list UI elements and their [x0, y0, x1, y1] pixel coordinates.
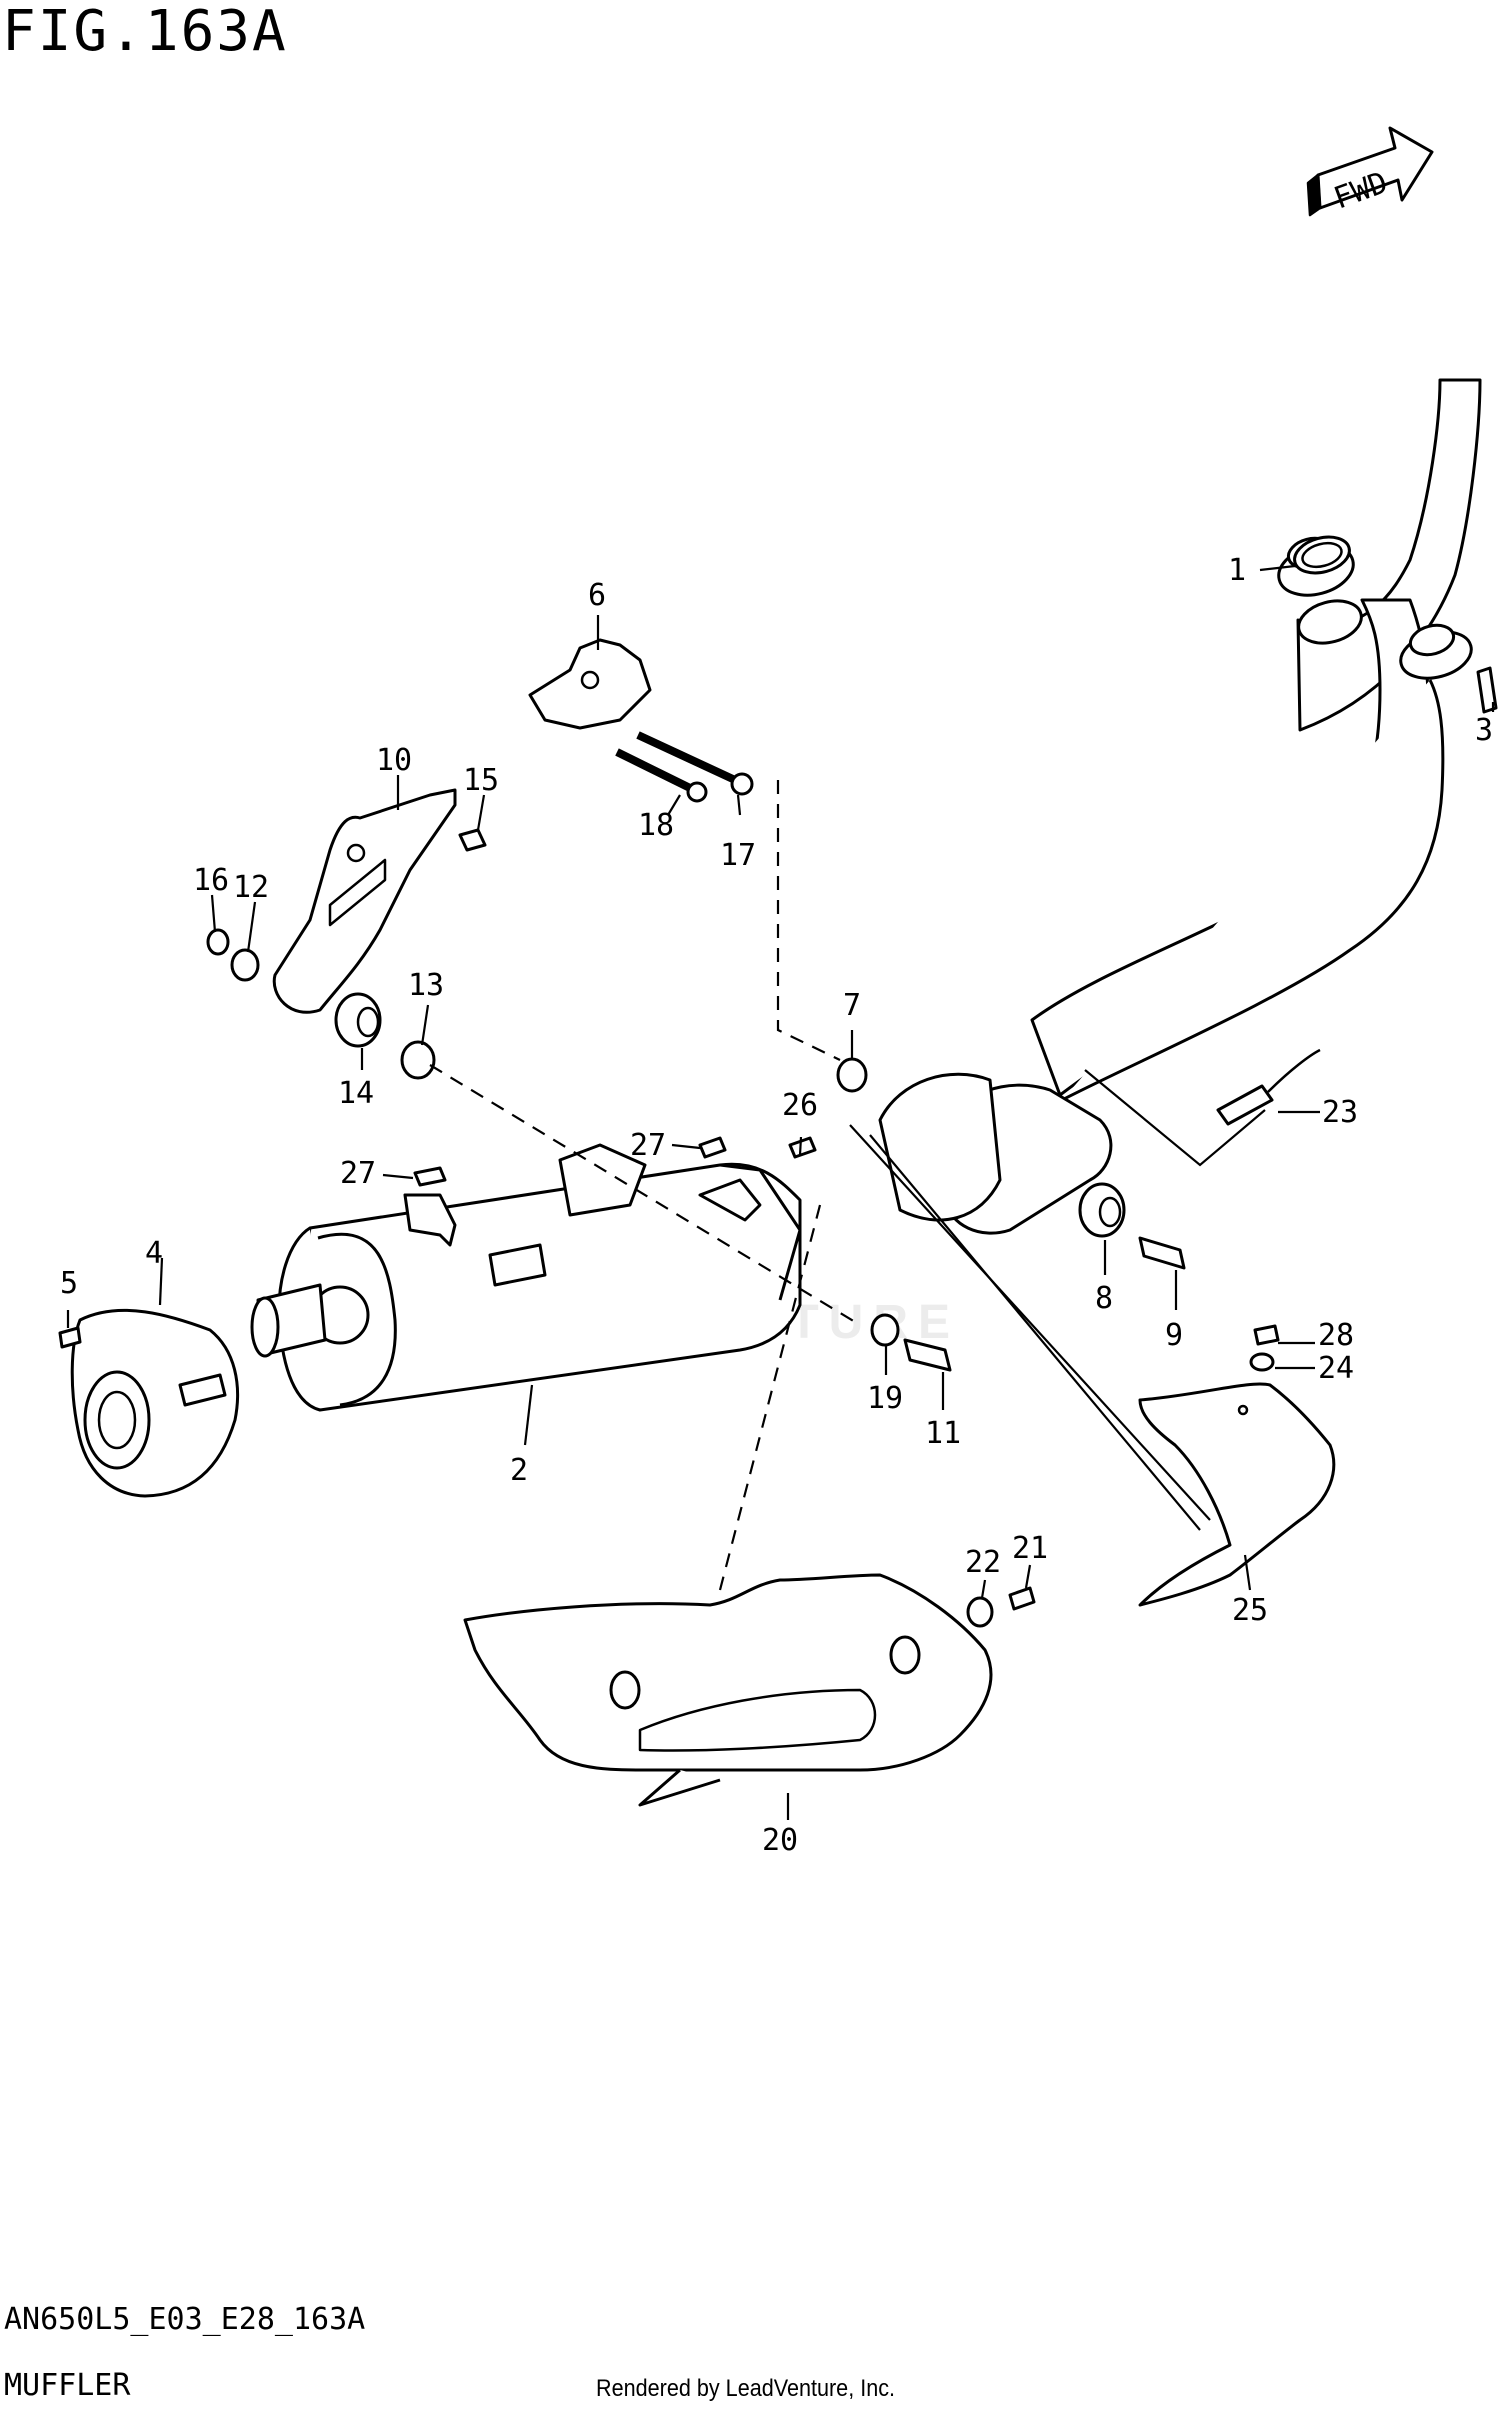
part-15-bolt	[458, 828, 487, 852]
callout-27: 27	[630, 1128, 666, 1163]
part-9-bolt	[1138, 1236, 1186, 1270]
callout-10: 10	[376, 743, 412, 778]
part-4-end-cap	[70, 1308, 240, 1498]
callout-13: 13	[408, 968, 444, 1003]
diagram-code: AN650L5_E03_E28_163A	[4, 2302, 366, 2337]
callout-11: 11	[925, 1416, 961, 1451]
part-26-clip	[788, 1136, 817, 1159]
callout-14: 14	[338, 1076, 374, 1111]
diagram-name: MUFFLER	[4, 2368, 131, 2403]
part-11-bolt	[903, 1338, 952, 1372]
callout-19: 19	[867, 1381, 903, 1416]
part-6-bracket	[528, 638, 652, 730]
callout-15: 15	[463, 763, 499, 798]
callout-2: 2	[510, 1453, 528, 1488]
part-22-collar	[966, 1596, 994, 1628]
callout-7: 7	[843, 988, 861, 1023]
part-5-screw	[58, 1326, 82, 1349]
part-28-screw	[1253, 1324, 1280, 1346]
callout-1: 1	[1228, 553, 1246, 588]
part-27-clip-lower	[413, 1166, 447, 1187]
fwd-arrow-icon: FWD	[1306, 126, 1434, 217]
callout-28: 28	[1318, 1318, 1354, 1353]
part-7-collar	[836, 1057, 868, 1093]
callout-9: 9	[1165, 1318, 1183, 1353]
callout-23: 23	[1322, 1095, 1358, 1130]
callout-4: 4	[145, 1236, 163, 1271]
callout-26: 26	[782, 1088, 818, 1123]
render-credit: Rendered by LeadVenture, Inc.	[596, 2375, 896, 2402]
part-13-collar	[400, 1040, 436, 1080]
callout-labels: 1 2 3 4 5 6 7 8 9 10 11 12 13 14 15 16 1…	[60, 553, 1493, 1858]
part-25-cover	[1138, 1382, 1336, 1607]
part-8-grommet	[1078, 1182, 1126, 1238]
callout-12: 12	[233, 870, 269, 905]
part-17-bolt	[636, 731, 754, 796]
part-12-washer	[230, 948, 260, 982]
callout-27-lower: 27	[340, 1156, 376, 1191]
callout-25: 25	[1232, 1593, 1268, 1628]
alignment-lines	[429, 780, 1266, 1591]
callout-5: 5	[60, 1266, 78, 1301]
callout-8: 8	[1095, 1281, 1113, 1316]
callout-17: 17	[720, 838, 756, 873]
part-20-heat-shield	[463, 1573, 993, 1807]
part-23-sensor	[1216, 1048, 1321, 1126]
callout-22: 22	[965, 1545, 1001, 1580]
part-27-clip	[698, 1136, 727, 1159]
callout-24: 24	[1318, 1351, 1354, 1386]
part-19-washer	[870, 1313, 900, 1347]
part-1-gasket	[1293, 535, 1351, 575]
callout-20: 20	[762, 1823, 798, 1858]
part-14-grommet	[334, 992, 382, 1048]
callout-16: 16	[193, 863, 229, 898]
figure-title: FIG.163A	[2, 0, 288, 64]
part-3-stud	[1476, 666, 1498, 714]
callout-18: 18	[638, 808, 674, 843]
muffler-bracket	[403, 1178, 762, 1247]
part-18-bolt	[615, 748, 708, 803]
leader-lines	[66, 564, 1495, 1820]
part-16-nut	[206, 928, 230, 956]
part-2-muffler-body	[250, 1143, 802, 1412]
callout-3: 3	[1475, 713, 1493, 748]
exhaust-header-pipe	[878, 378, 1482, 1235]
part-10-hanger	[272, 788, 457, 1014]
part-24-nut	[1249, 1352, 1275, 1372]
callout-6: 6	[588, 578, 606, 613]
part-21-bolt	[1008, 1586, 1036, 1611]
callout-21: 21	[1012, 1531, 1048, 1566]
